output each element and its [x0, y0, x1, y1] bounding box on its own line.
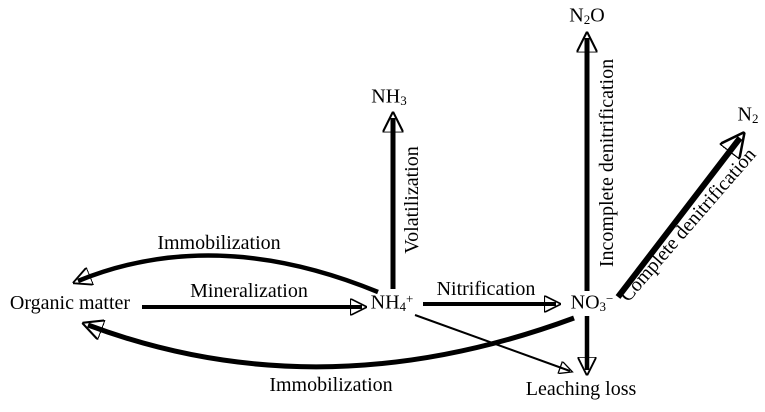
label-immobilization-top: Immobilization — [157, 232, 281, 254]
node-nh4: NH4+ — [371, 292, 414, 315]
node-leaching-loss: Leaching loss — [525, 378, 637, 400]
nh4-base: NH — [370, 291, 400, 314]
node-n2o: N2O — [569, 5, 604, 28]
nh4-superscript: + — [406, 291, 414, 307]
nh4-subscript: 4 — [399, 299, 407, 315]
n2-base: N — [737, 103, 752, 126]
nh3-base: NH — [371, 85, 401, 108]
label-incomplete-denitrification: Incomplete denitrification — [596, 58, 618, 268]
n2o-subscript: 2 — [583, 12, 591, 28]
nh3-subscript: 3 — [400, 93, 407, 109]
node-nh3: NH3 — [371, 86, 406, 109]
complete-denitrification-arrow — [615, 138, 740, 299]
n2-subscript: 2 — [751, 111, 759, 127]
leaching-diagonal-arrow — [414, 314, 570, 371]
label-volatilization: Volatilization — [401, 146, 423, 254]
immobilization-bottom-arrow — [88, 315, 575, 370]
no3-subscript: 3 — [599, 299, 607, 315]
label-immobilization-bottom: Immobilization — [269, 374, 393, 396]
label-mineralization: Mineralization — [190, 280, 308, 302]
no3-superscript: − — [606, 291, 614, 307]
node-organic-matter: Organic matter — [9, 292, 131, 314]
no3-base: NO — [570, 291, 600, 314]
node-n2: N2 — [738, 104, 759, 127]
n2o-base: N — [569, 4, 584, 27]
label-nitrification: Nitrification — [436, 278, 536, 300]
immobilization-top-arrow — [78, 253, 379, 295]
n2o-base2: O — [590, 4, 605, 27]
node-no3: NO3− — [571, 292, 614, 315]
